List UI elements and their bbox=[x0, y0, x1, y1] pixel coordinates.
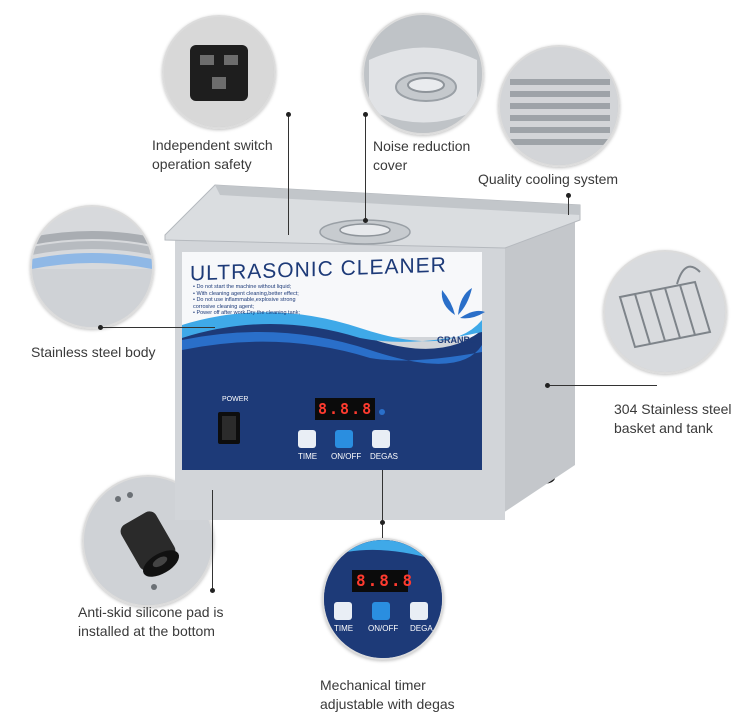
leader-switch bbox=[288, 115, 289, 235]
callout-switch: Independent switch operation safety bbox=[152, 137, 273, 172]
power-switch[interactable] bbox=[218, 412, 240, 444]
leader-cover bbox=[365, 115, 366, 220]
leader-dot bbox=[98, 325, 103, 330]
steel-body-closeup bbox=[30, 205, 154, 329]
degas-button-label: DEGAS bbox=[370, 452, 399, 461]
zoom-degas-label: DEGA bbox=[410, 624, 433, 633]
leader-cooling bbox=[568, 195, 569, 215]
leader-dot bbox=[363, 218, 368, 223]
leader-basket bbox=[547, 385, 657, 386]
zoom-onoff-button bbox=[372, 602, 390, 620]
lid-closeup bbox=[362, 13, 484, 135]
warning-line: • Power off after work.Dry the cleaning … bbox=[193, 310, 300, 316]
machine-brand: GRANBO bbox=[437, 335, 477, 345]
zoom-time-button bbox=[334, 602, 352, 620]
zoom-display-readout: 8.8.8 bbox=[356, 571, 415, 590]
power-socket-closeup bbox=[162, 15, 276, 129]
leader-dot bbox=[545, 383, 550, 388]
warning-line: • Do not use inflammable,explosive stron… bbox=[193, 297, 296, 303]
zoom-time-label: TIME bbox=[334, 624, 354, 633]
callout-timer: Mechanical timer adjustable with degas bbox=[320, 677, 455, 712]
callout-cooling: Quality cooling system bbox=[478, 171, 619, 187]
basket-closeup bbox=[603, 250, 727, 374]
power-label: POWER bbox=[222, 396, 249, 403]
zoom-degas-button bbox=[410, 602, 428, 620]
leader-pad bbox=[212, 490, 213, 590]
control-panel-closeup: 8.8.8 TIME ON/OFF DEGA bbox=[322, 538, 444, 660]
foot-pad-closeup bbox=[82, 475, 214, 607]
warning-line: • Do not start the machine without liqui… bbox=[193, 284, 292, 290]
warning-line: • With cleaning agent cleaning,better ef… bbox=[193, 290, 299, 297]
leader-body bbox=[100, 327, 215, 328]
machine-warnings: • Do not start the machine without liqui… bbox=[193, 284, 323, 317]
ultrasonic-cleaner-body bbox=[164, 184, 581, 520]
callout-body: Stainless steel body bbox=[31, 344, 156, 360]
leader-timer bbox=[382, 470, 383, 538]
leader-dot bbox=[380, 520, 385, 525]
time-button-label: TIME bbox=[298, 452, 318, 461]
leader-dot bbox=[286, 112, 291, 117]
degas-button[interactable] bbox=[372, 430, 390, 448]
zoom-onoff-label: ON/OFF bbox=[368, 624, 399, 633]
leader-dot bbox=[210, 588, 215, 593]
callout-basket: 304 Stainless steel basket and tank bbox=[614, 401, 732, 436]
time-button[interactable] bbox=[298, 430, 316, 448]
callout-pad: Anti-skid silicone pad is installed at t… bbox=[78, 604, 224, 639]
cooling-grille-closeup bbox=[498, 45, 620, 167]
callout-cover: Noise reduction cover bbox=[373, 138, 471, 173]
display-readout: 8.8.8 bbox=[318, 400, 374, 418]
onoff-button-label: ON/OFF bbox=[331, 452, 362, 461]
warning-line: corrosive cleaning agent; bbox=[193, 303, 255, 310]
leader-dot bbox=[363, 112, 368, 117]
onoff-button[interactable] bbox=[335, 430, 353, 448]
leader-dot bbox=[566, 193, 571, 198]
